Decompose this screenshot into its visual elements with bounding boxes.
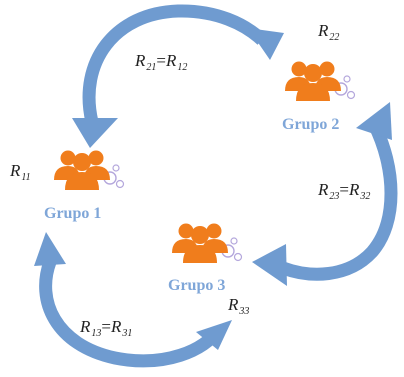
self-relation-r22-base: R	[318, 21, 329, 40]
people-icon	[54, 150, 110, 190]
group-2-icon	[285, 61, 356, 101]
self-relation-r33: R33	[228, 296, 249, 317]
arrow-g1-g3	[34, 232, 232, 368]
self-relation-r11-sub: 11	[21, 172, 31, 183]
pair-eq: =	[101, 317, 111, 336]
pair-relation-r13-r31: R13=R31	[80, 318, 132, 339]
pair-left-base: R	[135, 51, 146, 70]
group-3-label: Grupo 3	[168, 277, 226, 294]
pair-relation-r21-r12: R21=R12	[135, 52, 187, 73]
pair-left-sub: 13	[91, 328, 102, 339]
group-1-label: Grupo 1	[44, 205, 102, 222]
arrow-g2-g3	[252, 102, 398, 286]
pair-right-sub: 12	[177, 62, 188, 73]
pair-left-base: R	[318, 180, 329, 199]
people-icon	[285, 61, 341, 101]
pair-right-sub: 31	[122, 328, 133, 339]
pair-left-sub: 21	[146, 62, 157, 73]
pair-right-base: R	[110, 317, 122, 336]
pair-left-base: R	[80, 317, 91, 336]
self-relation-r22-sub: 22	[329, 32, 340, 43]
people-icon	[172, 223, 228, 263]
self-relation-r11: R11	[10, 162, 31, 183]
self-relation-r33-base: R	[228, 295, 239, 314]
group-3-icon	[172, 223, 243, 263]
self-relation-r11-base: R	[10, 161, 21, 180]
group-1-icon	[54, 150, 125, 190]
pair-eq: =	[156, 51, 166, 70]
pair-right-sub: 32	[360, 191, 371, 202]
self-relation-r22: R22	[318, 22, 339, 43]
arrow-g1-g2	[72, 4, 284, 148]
pair-right-base: R	[165, 51, 177, 70]
pair-relation-r23-r32: R23=R32	[318, 181, 370, 202]
pair-eq: =	[339, 180, 349, 199]
pair-left-sub: 23	[329, 191, 340, 202]
pair-right-base: R	[348, 180, 360, 199]
group-2-label: Grupo 2	[282, 116, 340, 133]
self-relation-r33-sub: 33	[239, 306, 250, 317]
